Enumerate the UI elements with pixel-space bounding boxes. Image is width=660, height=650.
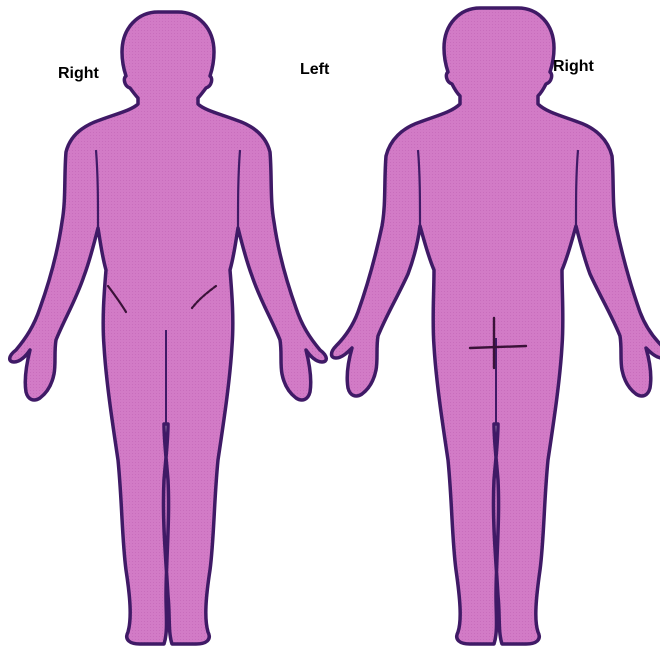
- back-right-side-label: Right: [553, 59, 594, 75]
- left-side-label: Left: [300, 62, 329, 78]
- front-right-side-label: Right: [58, 66, 99, 82]
- front-body-figure: [10, 12, 327, 644]
- front-body-silhouette: [10, 12, 327, 644]
- back-body-silhouette: [332, 8, 660, 644]
- back-body-figure: [332, 8, 660, 644]
